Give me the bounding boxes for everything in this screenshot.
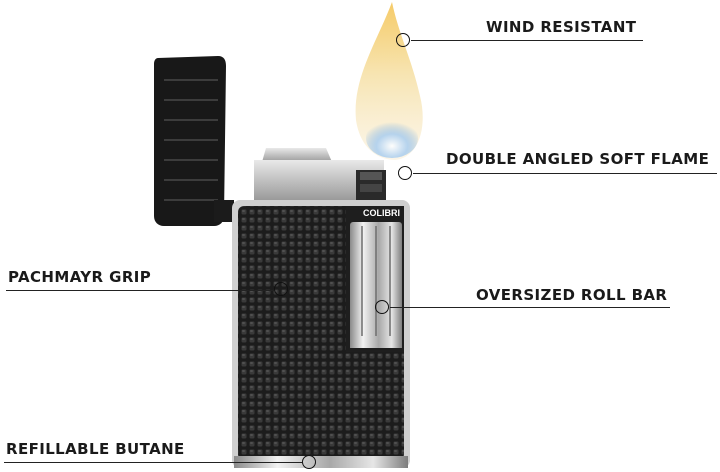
lighter-lid [154, 56, 234, 226]
wind-resistant-label: WIND RESISTANT [486, 18, 637, 36]
flame-label: DOUBLE ANGLED SOFT FLAME [446, 150, 710, 168]
brand-logo: COLIBRI [363, 208, 400, 218]
flame [355, 2, 423, 160]
butane-leader [4, 462, 302, 463]
wind-resistant-marker [396, 33, 410, 47]
roll-bar-label: OVERSIZED ROLL BAR [476, 286, 668, 304]
grip-marker [274, 282, 288, 296]
lighter-body [232, 200, 410, 468]
flame-leader [413, 173, 717, 174]
flame-marker [398, 166, 412, 180]
grip-label: PACHMAYR GRIP [8, 268, 152, 286]
butane-marker [302, 455, 316, 469]
butane-label: REFILLABLE BUTANE [6, 440, 185, 458]
wind-resistant-leader [411, 40, 643, 41]
roll-bar-leader [390, 307, 670, 308]
burner-assembly [254, 148, 386, 200]
roll-bar-marker [375, 300, 389, 314]
grip-leader [6, 290, 274, 291]
